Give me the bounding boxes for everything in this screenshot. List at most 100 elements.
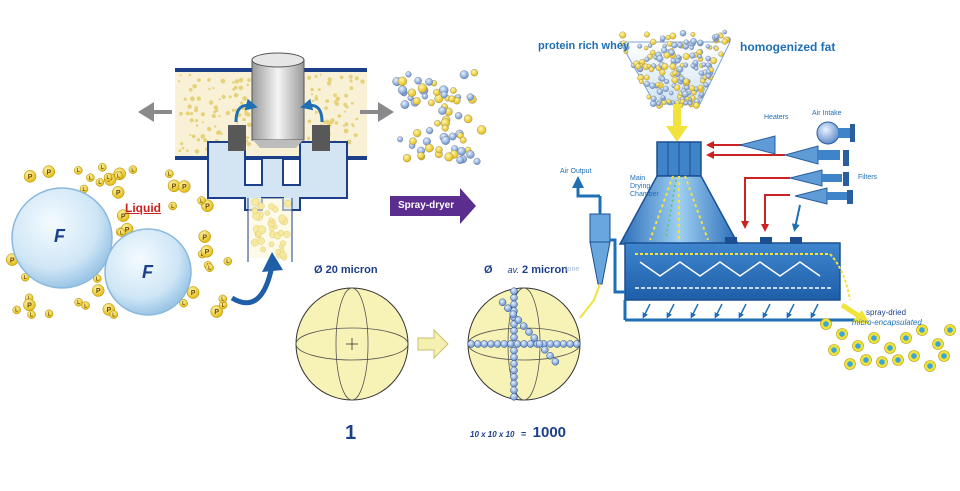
small-particle — [510, 373, 518, 381]
hopper-particle — [676, 65, 684, 73]
hopper-particle — [663, 51, 671, 59]
droplet — [221, 94, 226, 99]
encapsulated-core — [919, 327, 925, 333]
small-particle — [510, 379, 518, 388]
particle-symbol: P — [96, 288, 101, 295]
return-air-line — [610, 238, 625, 294]
outflow-droplet — [277, 229, 285, 237]
protein-particle — [218, 294, 228, 304]
outflow-droplet — [257, 237, 265, 245]
droplet — [189, 118, 194, 123]
micro-encapsulated-label: micro-encapsulated — [852, 318, 922, 327]
diameter-2-micron-label: Ø av. 2 micron — [484, 264, 568, 276]
hopper-particle — [644, 56, 650, 62]
protein-particles: LPPPLLPPPLPLLLLLPLPPPLPPLLLLPLPLLLLLLLLL… — [5, 163, 233, 319]
filter-1 — [789, 169, 823, 187]
nozzle-block-right — [312, 125, 330, 151]
protein-particle — [168, 201, 177, 211]
droplet — [345, 105, 349, 109]
outflow-droplet — [257, 225, 267, 235]
small-particle — [546, 352, 554, 360]
dried-particle — [413, 129, 422, 138]
droplet — [190, 96, 195, 102]
hot-air-line-4 — [761, 194, 790, 232]
protein-particle — [197, 196, 206, 205]
droplet — [208, 100, 214, 105]
particle-symbol: P — [116, 190, 121, 197]
small-particle — [530, 334, 539, 342]
hopper-particle — [656, 101, 661, 106]
droplet — [307, 75, 312, 80]
protein-particle — [128, 165, 138, 174]
particle-symbol: P — [202, 234, 207, 241]
encapsulated-core — [863, 357, 869, 363]
droplet — [213, 110, 217, 114]
hopper-particle — [681, 90, 689, 98]
zigzag-belt — [639, 261, 821, 277]
cyclone-powder-flow — [579, 283, 601, 319]
hopper-particle — [714, 46, 719, 51]
average-abbrev: av. — [507, 265, 519, 275]
particle-symbol: L — [82, 187, 85, 193]
flange-1 — [843, 150, 849, 166]
particle-symbol: L — [89, 175, 92, 181]
hopper-particle — [669, 32, 677, 40]
particle-symbol: L — [208, 266, 211, 272]
hopper-particle — [693, 102, 700, 109]
protein-particle — [210, 305, 223, 318]
exhaust-arrows — [642, 303, 819, 319]
encapsulated-core — [911, 353, 917, 359]
particle-symbol: L — [84, 303, 87, 309]
droplet — [195, 124, 199, 127]
droplet — [330, 118, 335, 123]
hopper-particle — [692, 59, 699, 66]
droplet — [329, 80, 332, 83]
air-intake-pipe — [838, 128, 850, 138]
dried-particle — [463, 114, 473, 124]
dried-particle — [425, 78, 433, 86]
small-particle — [510, 360, 518, 368]
hopper-particle — [660, 95, 666, 100]
particle-symbol: L — [221, 297, 224, 303]
hopper-particle — [666, 98, 672, 104]
hopper-particle — [647, 43, 653, 48]
dried-particle — [417, 151, 425, 160]
droplet — [349, 86, 354, 91]
hopper-particle — [650, 38, 657, 46]
dried-particle — [456, 132, 464, 139]
small-particle — [553, 340, 561, 348]
droplet — [207, 78, 211, 82]
particle-symbol: L — [28, 296, 31, 302]
small-particle — [504, 304, 512, 312]
hopper-particle — [697, 39, 704, 46]
fat-globule-2 — [104, 228, 192, 316]
outflow-droplet — [279, 251, 287, 258]
droplet — [218, 98, 221, 101]
particle-symbol: P — [27, 303, 32, 310]
dried-particle — [414, 76, 422, 85]
droplet — [319, 73, 322, 76]
droplet — [179, 74, 182, 77]
encapsulated-core — [935, 341, 941, 347]
dried-particle — [457, 146, 466, 156]
droplet — [208, 87, 211, 91]
droplet — [344, 93, 348, 98]
small-particle — [510, 366, 518, 375]
encapsulated-core — [947, 327, 953, 333]
particle-symbol: L — [112, 312, 115, 318]
air-intake-label: Air Intake — [812, 110, 842, 117]
small-particle — [510, 353, 518, 361]
droplet — [211, 113, 216, 119]
droplet — [194, 149, 200, 154]
flange-2 — [843, 172, 849, 186]
droplet — [200, 112, 206, 117]
droplet — [185, 111, 190, 116]
hopper-particle — [677, 42, 683, 48]
hopper-particle — [623, 44, 630, 51]
protein-particle — [198, 230, 211, 243]
droplet — [189, 134, 192, 136]
particle-symbol: P — [10, 257, 15, 264]
droplet — [232, 87, 236, 91]
